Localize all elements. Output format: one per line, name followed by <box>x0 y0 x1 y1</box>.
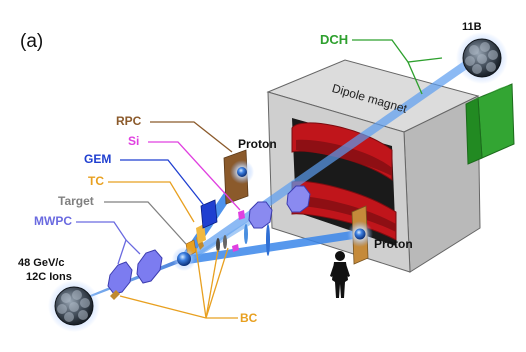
bc-label: BC <box>240 311 258 325</box>
magnet-coil-upper-shade <box>296 139 392 176</box>
particle-spots <box>172 160 373 271</box>
tc-label: TC <box>88 174 104 188</box>
nucleus-sphere-icon <box>456 32 508 84</box>
gem-leader <box>120 159 207 209</box>
dch-leader-2 <box>407 61 423 95</box>
si-label: Si <box>128 134 140 148</box>
rpc-leader <box>150 121 233 153</box>
bc-leader-4 <box>205 247 229 319</box>
tc-leader <box>108 181 195 223</box>
si-plane-2 <box>232 244 239 252</box>
bc-thin-2 <box>223 235 227 249</box>
dch-detector <box>465 83 515 165</box>
si-leader <box>148 141 241 211</box>
person-silhouette-icon <box>330 251 350 298</box>
beam-detectors <box>107 149 369 300</box>
gem-label: GEM <box>84 152 112 166</box>
nucleus-sphere-icon <box>48 280 100 332</box>
tracker-plane-2 <box>286 185 311 213</box>
bc-leader-1 <box>119 295 238 319</box>
track-forward <box>188 210 268 262</box>
tracker-thin-2 <box>266 224 270 256</box>
mwpc-leader-2 <box>117 239 127 265</box>
rpc-label: RPC <box>116 114 142 128</box>
target-label: Target <box>58 194 94 208</box>
vertex-dot <box>177 252 191 266</box>
bc-thin-1 <box>216 238 220 252</box>
dch-label: DCH <box>320 32 349 47</box>
beam-energy-label: 48 GeV/c <box>18 257 65 269</box>
mwpc-leader <box>76 221 141 255</box>
mwpc-plane-2 <box>136 249 163 284</box>
dipole-magnet <box>266 59 481 273</box>
beam-ions-label: 12C Ions <box>26 271 72 283</box>
proton-upper-dot <box>237 167 247 177</box>
mwpc-plane-1 <box>107 261 133 295</box>
proton-right-label: Proton <box>374 237 413 251</box>
leader-lines <box>76 39 443 319</box>
magnet-coil-lower-shade <box>296 196 396 232</box>
target-leader <box>104 201 187 245</box>
track-proton-right <box>186 230 360 264</box>
tc-block <box>196 224 206 244</box>
proton-upper-label: Proton <box>238 137 277 151</box>
panel-label: (a) <box>20 31 44 52</box>
bc-leader-3 <box>205 249 219 319</box>
proton-right-dot <box>354 228 366 240</box>
tracker-plane-1 <box>248 201 273 229</box>
tracker-thin-1 <box>244 224 248 244</box>
mwpc-label: MWPC <box>34 214 72 228</box>
bc-plane-1 <box>110 290 120 300</box>
si-plane-1 <box>238 210 245 220</box>
bc-leader-2 <box>195 247 207 319</box>
dch-leader <box>352 39 443 63</box>
dch-front <box>477 83 515 159</box>
boron-label: 11B <box>462 21 482 33</box>
